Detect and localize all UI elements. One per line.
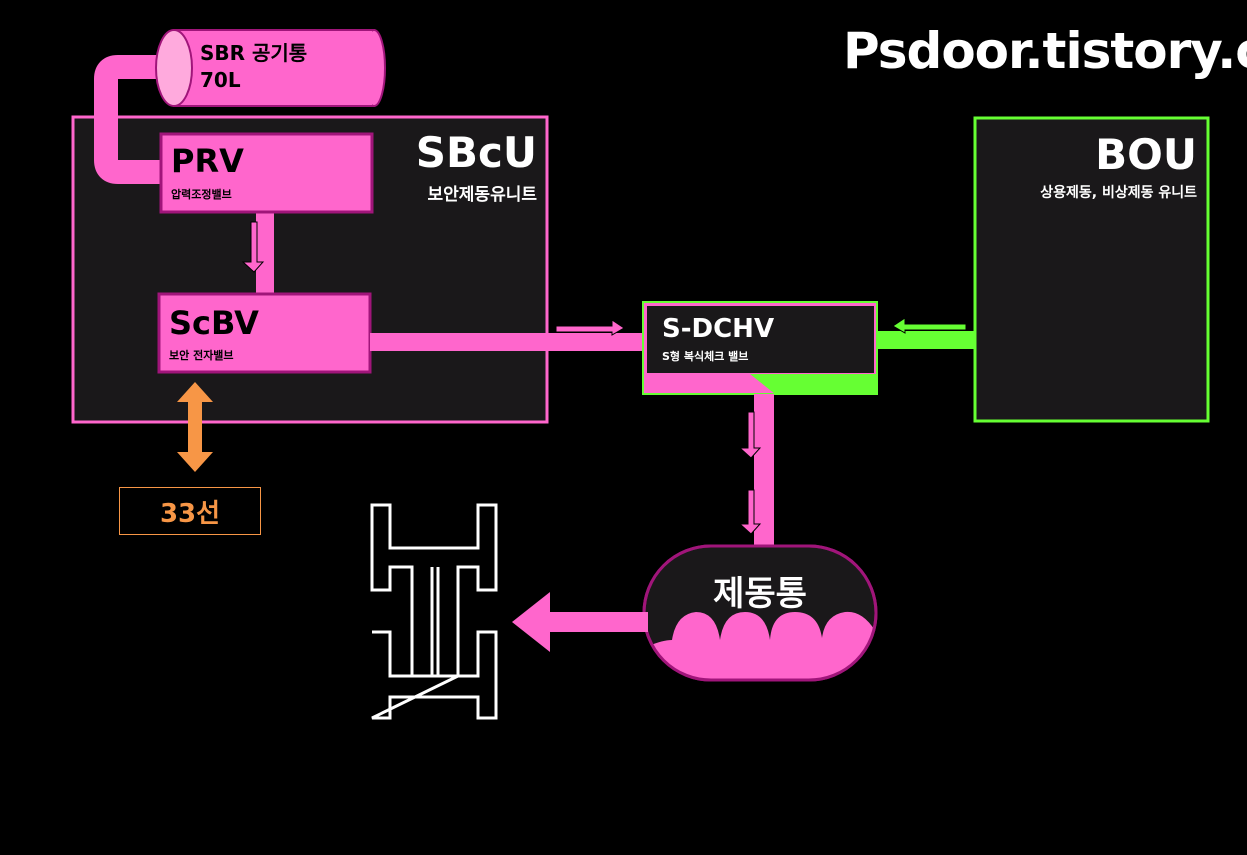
- sdchv-title: S-DCHV: [662, 314, 775, 344]
- prv-to-scbv-pipe: [256, 212, 274, 294]
- air-tank-label: SBR 공기통 70L: [200, 40, 307, 94]
- brake-cylinder-label: 제동통: [713, 574, 807, 614]
- sdchv-to-cylinder-pipe: [754, 394, 774, 546]
- bou-to-sdchv-pipe: [876, 331, 975, 349]
- arrow-left-icon: [512, 592, 550, 652]
- cylinder-to-bogie-pipe: [548, 612, 648, 632]
- scbv-to-sdchv-pipe: [370, 333, 645, 351]
- flow-arrow-left-green-icon: [892, 317, 967, 334]
- tank-to-prv-pipe: [94, 55, 175, 184]
- sdchv-subtitle: S형 복식체크 밸브: [662, 350, 749, 363]
- bou-subtitle: 상용제동, 비상제동 유니트: [1040, 185, 1197, 201]
- double-arrow-icon: [177, 382, 213, 472]
- flow-arrow-down-3-icon: [738, 489, 762, 535]
- bogie-icon: [370, 503, 498, 720]
- flow-arrow-right-icon: [555, 319, 625, 336]
- sbr-air-tank: [155, 29, 386, 107]
- prv-subtitle: 압력조정밸브: [171, 188, 232, 201]
- scbv-subtitle: 보안 전자밸브: [169, 349, 234, 362]
- scbv-title: ScBV: [169, 304, 259, 342]
- watermark: Psdoor.tistory.co: [843, 22, 1247, 80]
- air-tank-name: SBR 공기통: [200, 41, 308, 65]
- sbcu-title: SBcU: [415, 128, 537, 177]
- scbv-box: [157, 292, 372, 374]
- sbcu-subtitle: 보안제동유니트: [427, 185, 537, 205]
- line-33-label: 33선: [119, 487, 261, 535]
- air-tank-capacity: 70L: [200, 68, 241, 92]
- prv-box: [159, 132, 374, 214]
- bou-title: BOU: [1095, 130, 1197, 179]
- prv-title: PRV: [171, 142, 244, 180]
- bou-panel: [973, 116, 1210, 423]
- sdchv-box: [642, 301, 878, 395]
- flow-arrow-down-icon: [241, 221, 265, 273]
- flow-arrow-down-2-icon: [738, 411, 762, 459]
